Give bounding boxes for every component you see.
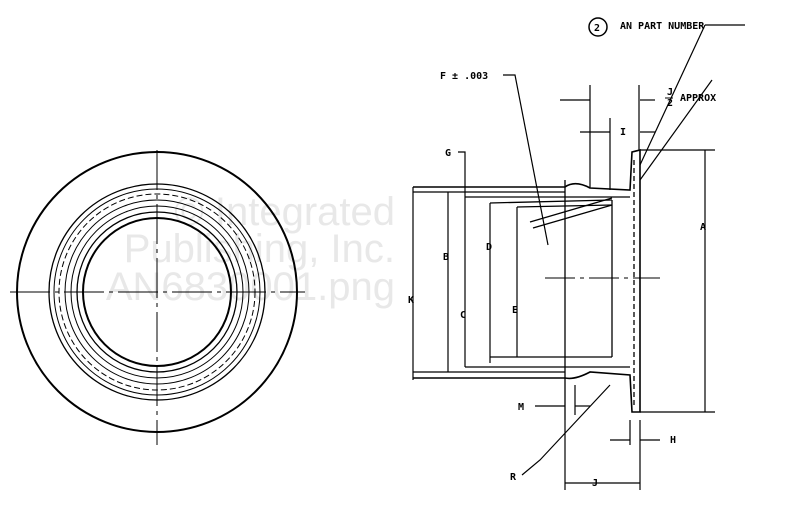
j-half-numerator: J bbox=[667, 87, 673, 98]
dim-r-label: R bbox=[510, 472, 517, 483]
callout-circle bbox=[588, 17, 608, 37]
callout-number: 2 bbox=[594, 23, 600, 34]
dim-i-label: I bbox=[620, 127, 626, 138]
watermark-line-1: © Integrated bbox=[174, 190, 395, 234]
f-tolerance-label: F ± .003 bbox=[440, 71, 488, 82]
dim-g-label: G bbox=[445, 148, 451, 159]
dim-c-label: C bbox=[460, 310, 466, 321]
side-view bbox=[413, 148, 660, 420]
dim-m-label: M bbox=[518, 402, 524, 413]
j-half-denominator: 2 bbox=[667, 98, 673, 109]
dim-k-label: K bbox=[408, 295, 414, 306]
approx-label: APPROX bbox=[680, 93, 716, 104]
part-number-label: AN PART NUMBER bbox=[620, 21, 705, 32]
dim-h-label: H bbox=[670, 435, 676, 446]
dimension-labels: 2 AN PART NUMBER F ± .003 J 2 APPROX I G… bbox=[408, 17, 716, 489]
front-view bbox=[10, 150, 305, 445]
dimension-lines bbox=[412, 24, 745, 490]
watermark-line-2: Publishing, Inc. bbox=[124, 227, 395, 271]
dim-a-label: A bbox=[700, 222, 706, 233]
dim-j-label: J bbox=[592, 478, 598, 489]
watermark: © Integrated Publishing, Inc. AN6830001.… bbox=[106, 190, 395, 309]
dim-e-label: E bbox=[512, 305, 518, 316]
watermark-line-3: AN6830001.png bbox=[106, 265, 395, 309]
dim-d-label: D bbox=[486, 242, 492, 253]
dim-b-label: B bbox=[443, 252, 449, 263]
